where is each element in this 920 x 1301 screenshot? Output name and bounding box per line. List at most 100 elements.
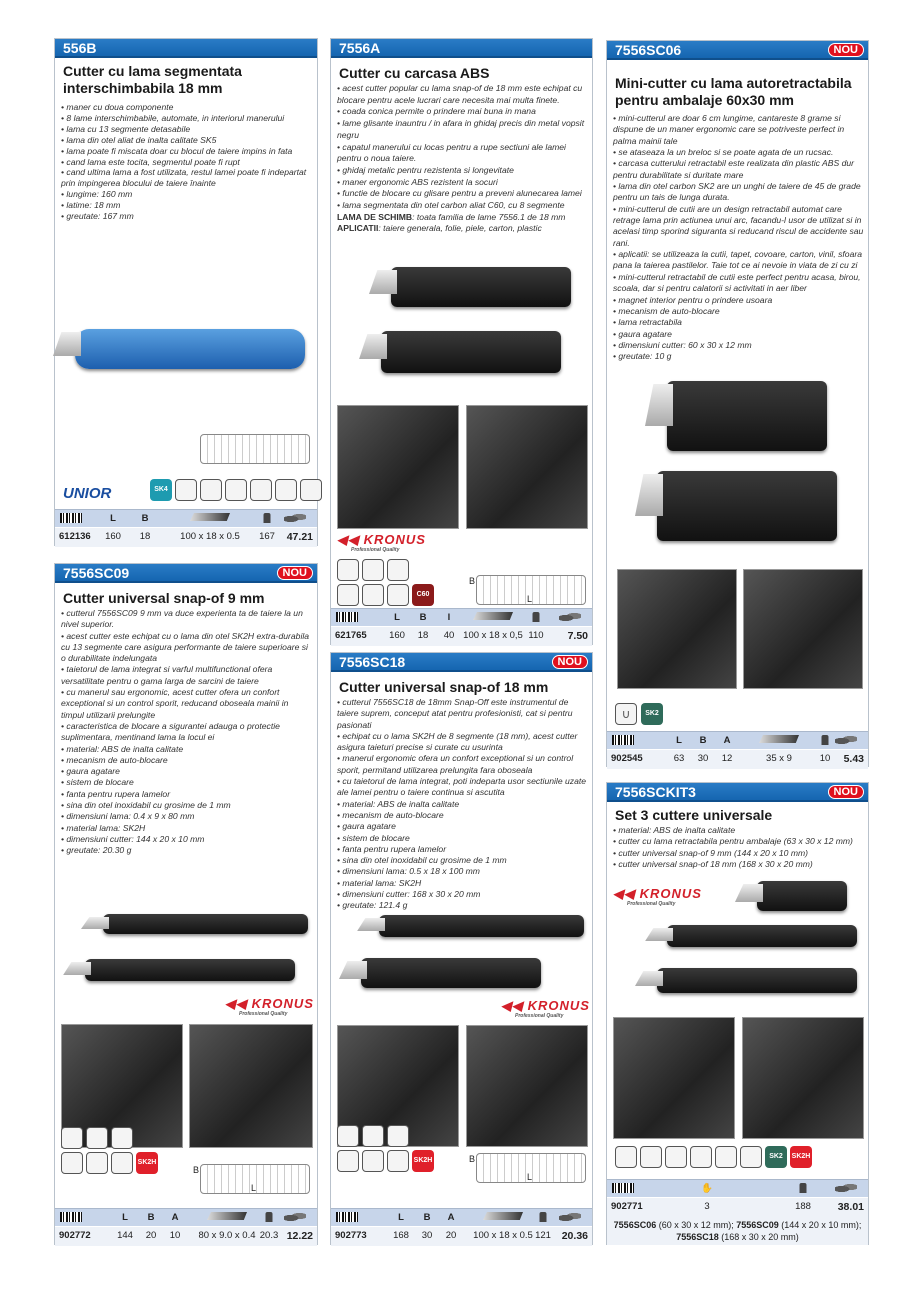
- weight-glyph: [265, 1212, 273, 1222]
- breaking-icon: [275, 479, 297, 501]
- blade-width-icon: [337, 1125, 359, 1147]
- price-cell: 38.01: [837, 1201, 864, 1213]
- coins-glyph: [559, 1212, 581, 1222]
- feature-item: • sistem de blocare: [337, 832, 410, 843]
- barcode-glyph: [612, 735, 634, 745]
- breaking-icon: [86, 1152, 108, 1174]
- price-icon: [559, 1212, 581, 1225]
- feature-item: • cand ultima lama a fost utilizata, res…: [61, 167, 307, 189]
- feature-item: • 8 lame interschimbabile, automate, in …: [61, 112, 285, 123]
- product-code: 7556SCKIT3: [615, 784, 696, 800]
- spec-cell: 167: [259, 531, 275, 542]
- product-image: [75, 329, 305, 369]
- blade-glyph: [190, 513, 230, 521]
- brand-name: KRONUS: [251, 996, 314, 1011]
- weight-glyph: [532, 612, 540, 622]
- weight-icon: [799, 1183, 807, 1196]
- spec-cell: 100 x 18 x 0.5: [180, 531, 240, 542]
- product-title: Mini-cutter cu lama autoretractabila pen…: [615, 75, 852, 108]
- weight-glyph: [539, 1212, 547, 1222]
- spec-cell: 80 x 9.0 x 0.4: [198, 1230, 256, 1241]
- column-header-l: l: [447, 612, 451, 623]
- barcode-glyph: [336, 612, 358, 622]
- product-code-cell: 621765: [335, 630, 367, 641]
- usage-icon: [300, 479, 322, 501]
- feature-extra: LAMA DE SCHIMB: toata familia de lame 75…: [337, 212, 588, 224]
- spec-cell: 30: [421, 1230, 433, 1241]
- feature-item: • material: ABS de inalta calitate: [613, 825, 736, 835]
- card-header: 556B: [55, 39, 317, 58]
- product-image: [757, 881, 847, 911]
- product-code: 7556SC09: [63, 565, 130, 581]
- feature-item: • cutterul 7556SC18 de 18mm Snap-Off est…: [337, 697, 573, 730]
- blade-width-icon: [690, 1146, 712, 1168]
- product-code-cell: 902773: [335, 1230, 367, 1241]
- product-photo: [617, 569, 737, 689]
- new-badge: NOU: [827, 43, 864, 57]
- barcode-glyph: [60, 1212, 82, 1222]
- usage-icon: [387, 584, 409, 606]
- product-image: [391, 267, 571, 307]
- price-cell: 7.50: [567, 630, 588, 642]
- spec-cell: 40: [443, 630, 455, 641]
- weight-icon: [539, 1212, 547, 1225]
- feature-item: • mini-cutterul are doar 6 cm lungime, c…: [613, 113, 845, 146]
- price-cell: 47.21: [286, 531, 313, 543]
- column-header-L: L: [398, 1212, 404, 1223]
- feature-item: • lama poate fi miscata doar cu blocul d…: [61, 145, 293, 156]
- material-badge: SK2H: [412, 1150, 434, 1172]
- material-badge: SK4: [150, 479, 172, 501]
- blades-x21-icon: [111, 1127, 133, 1149]
- product-code: 7556A: [339, 40, 381, 56]
- blade-glyph: [473, 612, 513, 620]
- product-image: [667, 925, 857, 947]
- blades-x21-icon: [387, 559, 409, 581]
- material-badge: C60: [412, 584, 434, 606]
- brand-tagline: Professional Quality: [351, 547, 400, 553]
- feature-item: • greutate: 20.30 g: [61, 845, 132, 856]
- spec-cell: 20: [445, 1230, 457, 1241]
- blade-glyph: [759, 735, 799, 743]
- kronus-emblem-icon: ◀◀: [225, 996, 252, 1011]
- feature-item: • fanta pentru rupera lamelor: [61, 788, 171, 799]
- column-header-B: B: [147, 1212, 155, 1223]
- feature-item: • functie de blocare cu glisare pentru a…: [337, 188, 582, 199]
- usage-icon: [387, 1150, 409, 1172]
- coins-glyph: [835, 735, 857, 745]
- feature-item: • gaura agatare: [61, 766, 120, 777]
- column-header-A: A: [171, 1212, 179, 1223]
- blades-x21-icon: [225, 479, 247, 501]
- barcode-icon: [612, 1183, 634, 1196]
- kronus-emblem-icon: ◀◀: [337, 532, 364, 547]
- column-header-B: B: [141, 513, 149, 524]
- feature-item: • cutter cu lama retractabila pentru amb…: [613, 836, 853, 847]
- weight-glyph: [263, 513, 271, 523]
- dim-label-b: B: [469, 1154, 476, 1164]
- column-header-B: B: [423, 1212, 431, 1223]
- spec-cell: 12: [721, 753, 733, 764]
- product-code-cell: 902545: [611, 753, 643, 764]
- barcode-icon: [60, 1212, 82, 1225]
- coins-glyph: [284, 1212, 306, 1222]
- usage-icon: [111, 1152, 133, 1174]
- feature-item: • greutate: 167 mm: [61, 211, 134, 222]
- blade-icon: [473, 612, 513, 623]
- weight-glyph: [821, 735, 829, 745]
- product-image: [667, 381, 827, 451]
- blades-x21-icon: [740, 1146, 762, 1168]
- cutting-icon: [61, 1152, 83, 1174]
